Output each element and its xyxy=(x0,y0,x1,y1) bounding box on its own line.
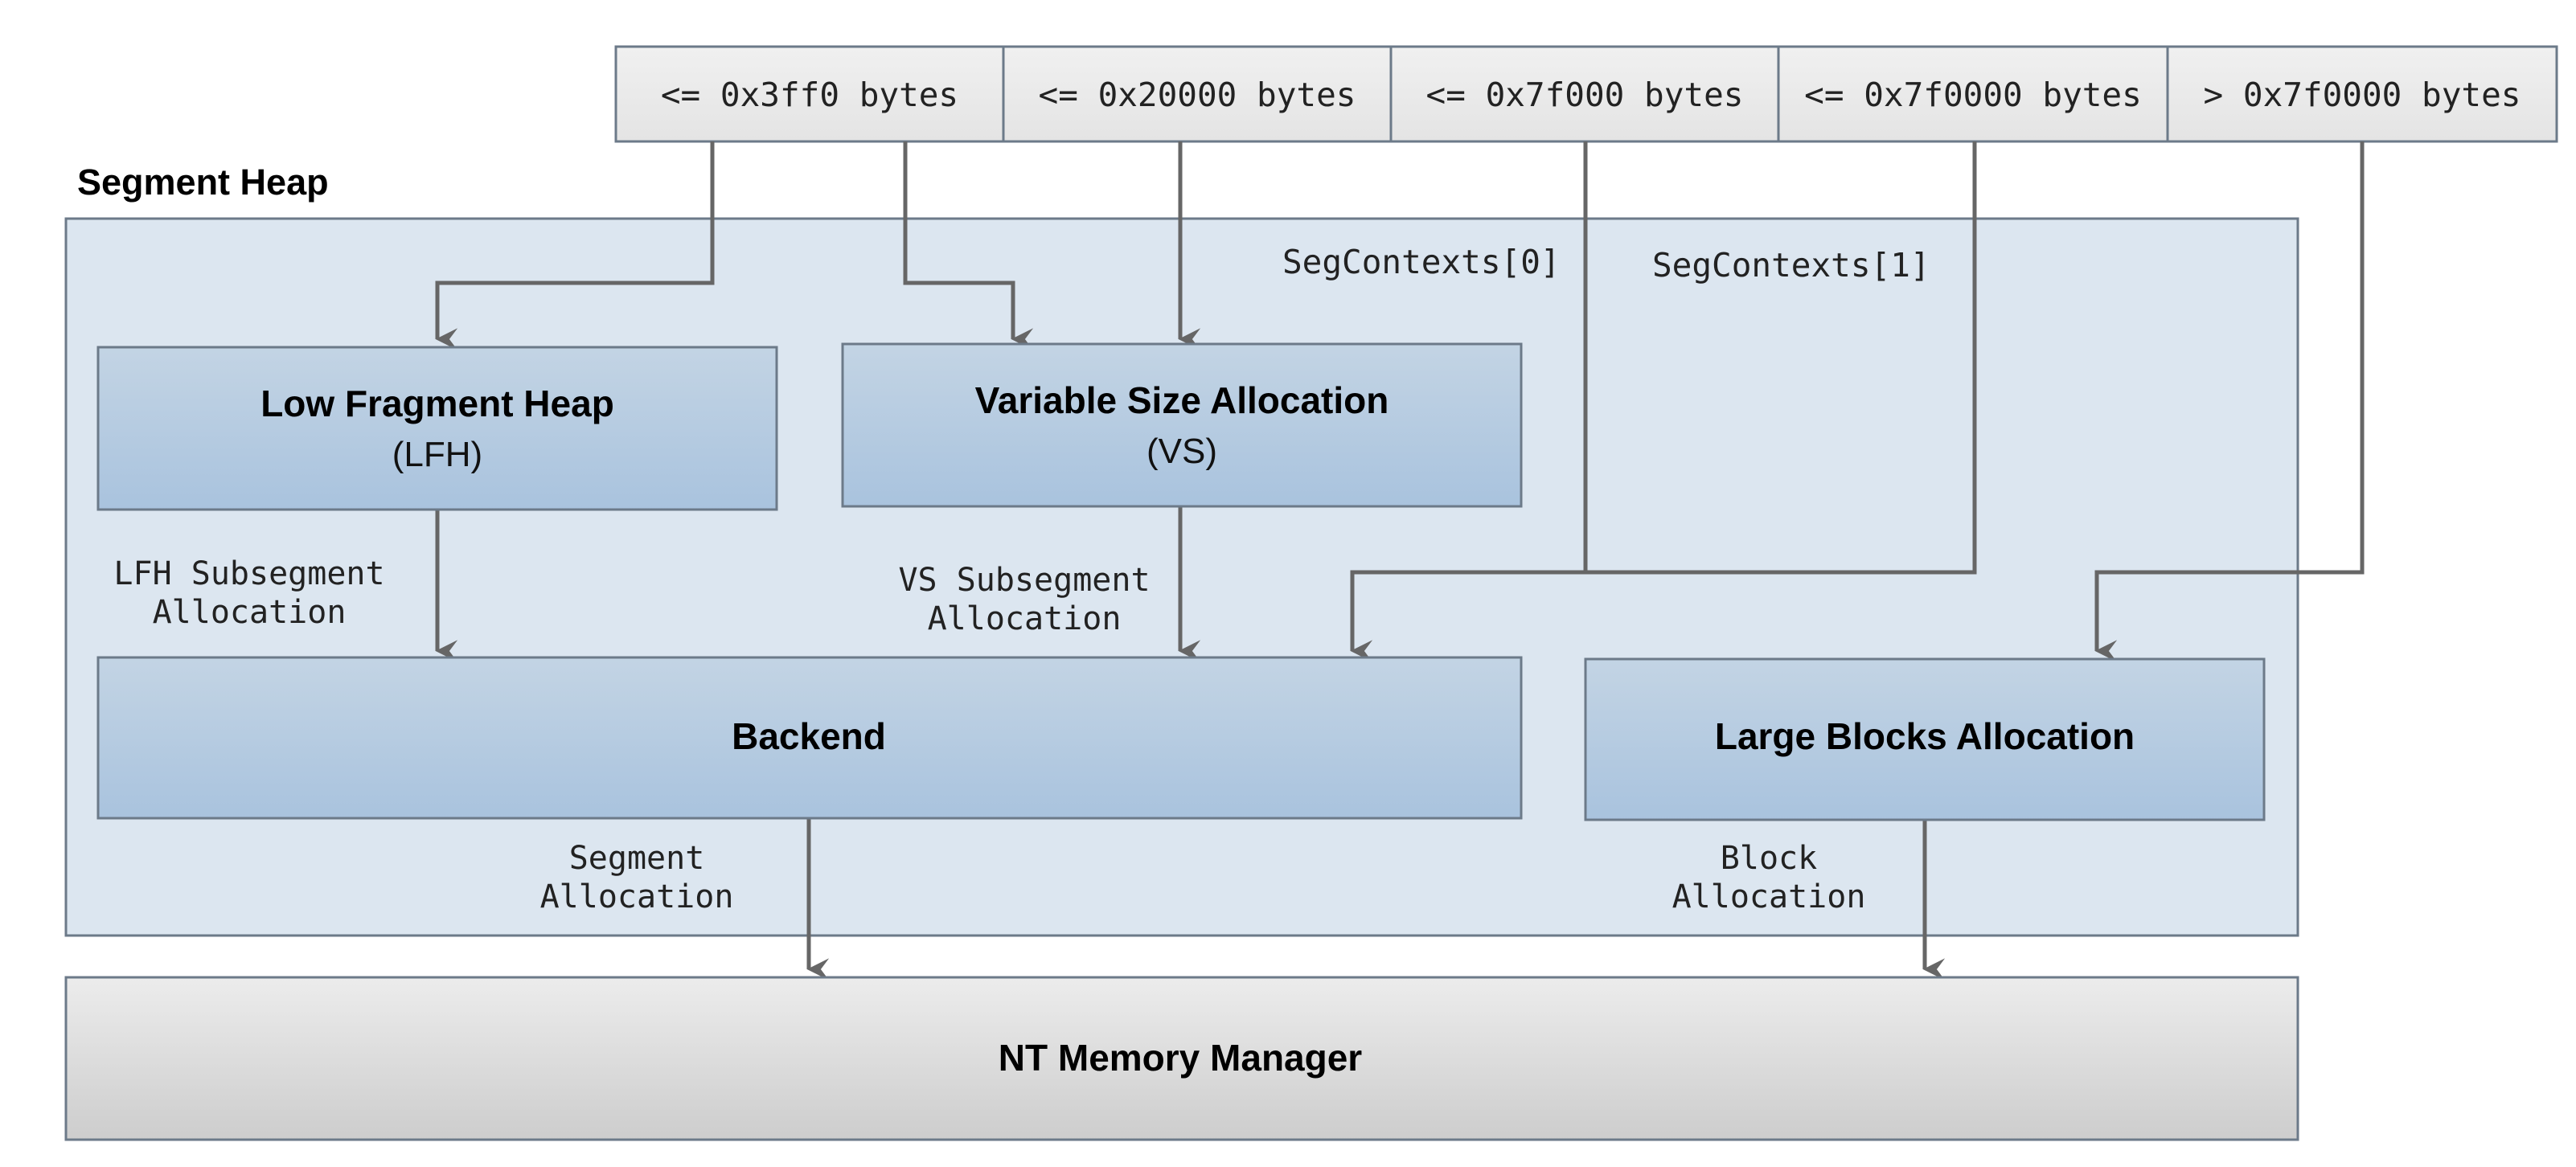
line-size3-to-backend xyxy=(1585,141,1977,575)
size-class-label: > 0x7f0000 bytes xyxy=(2204,76,2521,114)
arrow-size2-to-backend xyxy=(1350,141,1588,662)
nt-memory-manager-title: NT Memory Manager xyxy=(999,1037,1363,1079)
large-blocks-title: Large Blocks Allocation xyxy=(1715,715,2135,757)
vs-subsegment-label-line1: VS Subsegment xyxy=(898,562,1150,599)
backend-box: Backend xyxy=(96,656,1523,820)
block-allocation-label-line1: Block xyxy=(1721,840,1817,877)
lfh-box: Low Fragment Heap (LFH) xyxy=(96,346,778,511)
segment-allocation-label-line2: Allocation xyxy=(540,878,734,915)
connectors xyxy=(435,141,2365,981)
arrow-size4-to-large-blocks xyxy=(2094,141,2365,662)
size-class-cell xyxy=(1002,45,1393,143)
seg-contexts-0-label: SegContexts[0] xyxy=(1282,243,1561,281)
vs-subtitle: (VS) xyxy=(1146,432,1217,471)
arrow-size0-to-lfh xyxy=(435,141,715,350)
lfh-subsegment-label-line2: Allocation xyxy=(153,594,347,631)
segment-heap-title: Segment Heap xyxy=(77,162,329,203)
vs-title: Variable Size Allocation xyxy=(975,379,1389,421)
edge-labels: LFH Subsegment Allocation VS Subsegment … xyxy=(113,555,1865,915)
block-allocation-label-line2: Allocation xyxy=(1672,878,1866,915)
size-class-cell xyxy=(2166,45,2558,143)
nt-memory-manager-box: NT Memory Manager xyxy=(64,976,2299,1141)
large-blocks-box: Large Blocks Allocation xyxy=(1584,657,2266,821)
lfh-subtitle: (LFH) xyxy=(392,435,482,474)
vs-subsegment-label-line2: Allocation xyxy=(928,600,1122,637)
size-class-row: <= 0x3ff0 bytes <= 0x20000 bytes <= 0x7f… xyxy=(614,45,2558,143)
vs-box: Variable Size Allocation (VS) xyxy=(841,342,1523,508)
lfh-subsegment-label-line1: LFH Subsegment xyxy=(113,555,384,592)
size-class-cell xyxy=(614,45,1005,143)
arrow-size0-to-vs xyxy=(903,141,1034,350)
lfh-title: Low Fragment Heap xyxy=(260,383,614,424)
segment-allocation-label-line1: Segment xyxy=(569,840,705,877)
size-class-label: <= 0x7f000 bytes xyxy=(1426,76,1744,114)
seg-contexts-1-label: SegContexts[1] xyxy=(1652,246,1930,285)
size-class-label: <= 0x3ff0 bytes xyxy=(661,76,958,114)
backend-title: Backend xyxy=(732,715,886,757)
size-class-label: <= 0x7f0000 bytes xyxy=(1804,76,2142,114)
size-class-label: <= 0x20000 bytes xyxy=(1039,76,1356,114)
